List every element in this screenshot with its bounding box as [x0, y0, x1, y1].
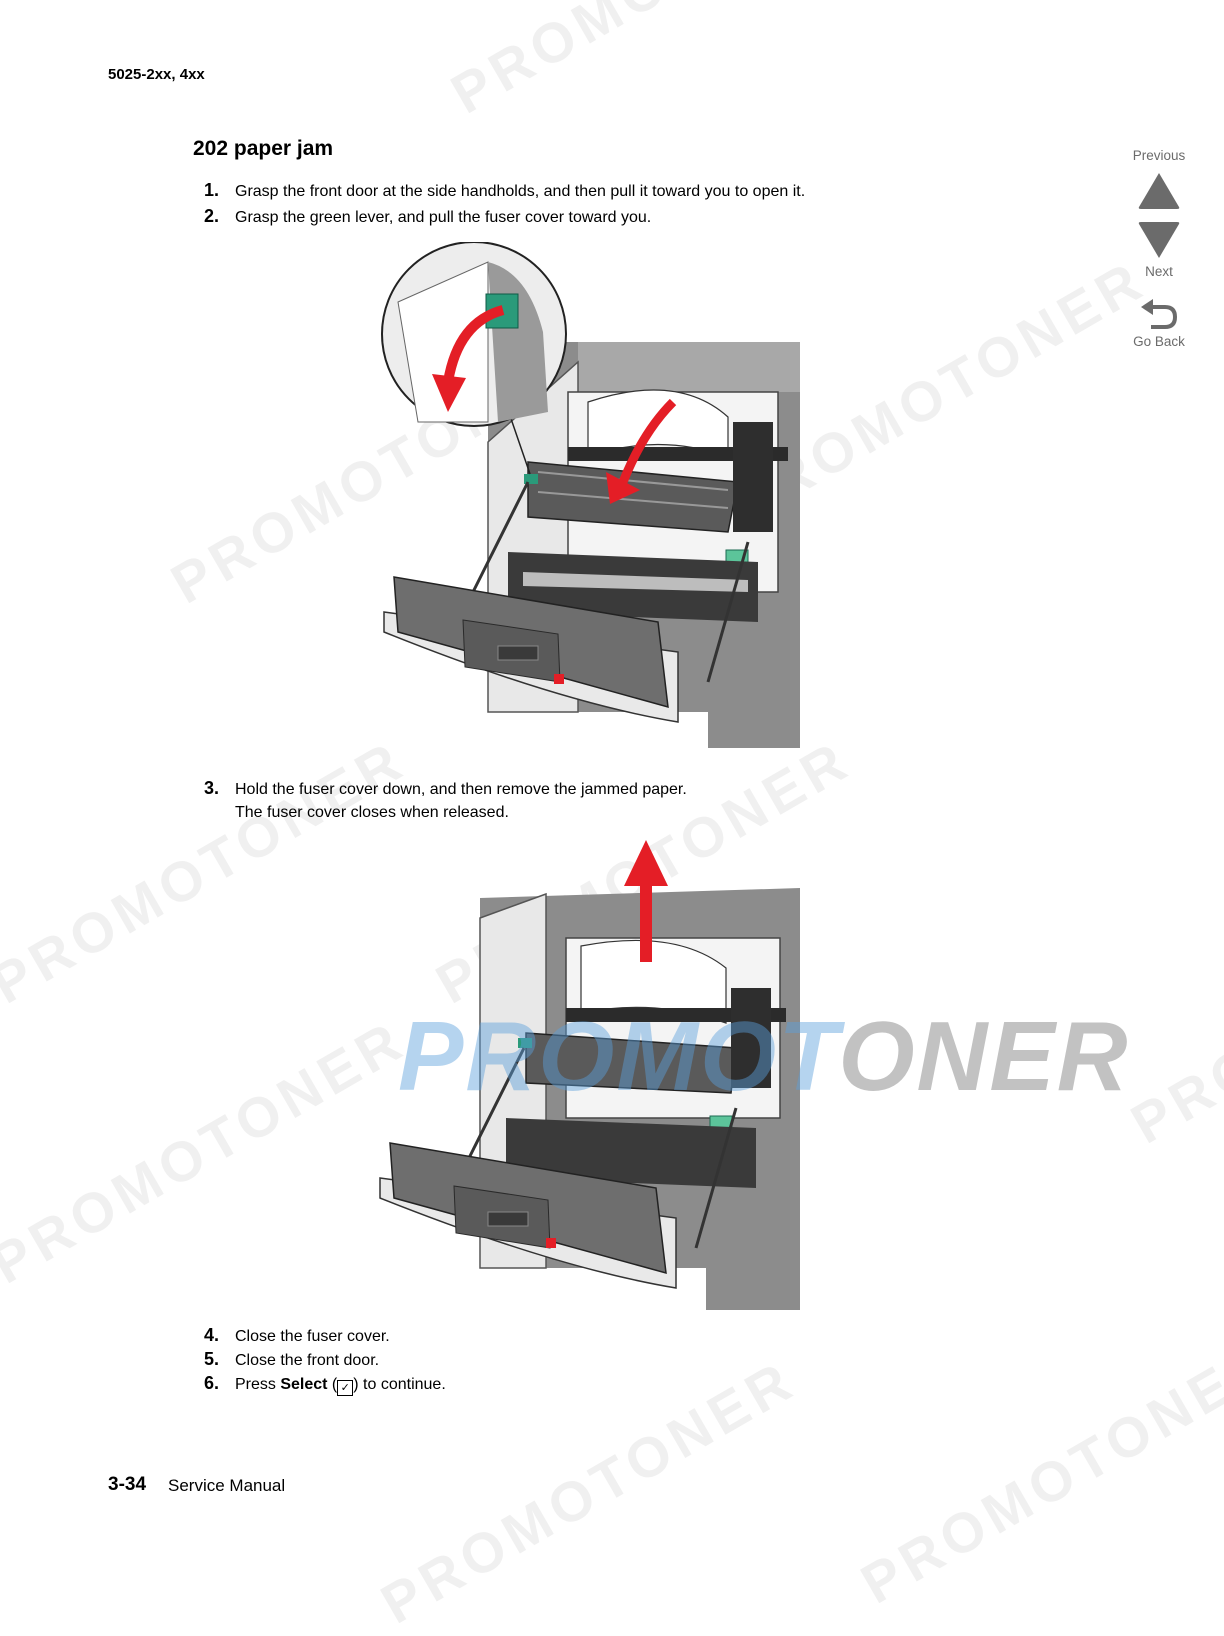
step-4: 4. Close the fuser cover.	[204, 1325, 390, 1346]
step-note: The fuser cover closes when released.	[235, 804, 509, 821]
previous-label: Previous	[1132, 148, 1186, 163]
step-text: Grasp the green lever, and pull the fuse…	[235, 209, 652, 226]
printer-fuser-illustration-2	[379, 840, 800, 1310]
select-keyword: Select	[280, 1376, 328, 1393]
section-title: 202 paper jam	[193, 137, 334, 160]
step-3: 3. Hold the fuser cover down, and then re…	[204, 778, 687, 822]
step-text: Grasp the front door at the side handhol…	[235, 183, 806, 200]
triangle-down-icon	[1138, 222, 1180, 258]
step-number: 4.	[204, 1325, 220, 1345]
document-code: 5025-2xx, 4xx	[108, 66, 205, 83]
watermark: PROMOTONER	[1120, 867, 1224, 1156]
next-label: Next	[1145, 264, 1173, 279]
watermark: PROMOTONER	[440, 0, 877, 126]
go-back-label: Go Back	[1133, 334, 1185, 349]
printer-fuser-illustration-1	[381, 242, 800, 748]
step-text: Hold the fuser cover down, and then remo…	[235, 781, 687, 798]
step-number: 6.	[204, 1373, 220, 1393]
step-1: 1. Grasp the front door at the side handh…	[204, 180, 805, 201]
previous-button[interactable]: Previous	[1128, 148, 1190, 211]
step-number: 5.	[204, 1349, 220, 1369]
step-number: 3.	[204, 778, 220, 798]
step-text: Close the fuser cover.	[235, 1328, 390, 1345]
step-number: 1.	[204, 180, 220, 200]
step-number: 2.	[204, 206, 220, 226]
triangle-up-icon	[1138, 173, 1180, 209]
watermark: PROMOTONER	[0, 1007, 417, 1296]
step-6: 6. Press Select (✓) to continue.	[204, 1373, 446, 1396]
watermark: PROMOTONER	[850, 1327, 1224, 1616]
step-text-post: ) to continue.	[353, 1376, 446, 1393]
step-text: Close the front door.	[235, 1352, 380, 1369]
step-2: 2. Grasp the green lever, and pull the fu…	[204, 206, 651, 227]
step-text-pre: Press	[235, 1376, 281, 1393]
manual-title: Service Manual	[168, 1476, 286, 1495]
go-back-button[interactable]: Go Back	[1128, 298, 1190, 349]
checkmark-icon: ✓	[337, 1380, 354, 1396]
return-arrow-icon	[1141, 299, 1178, 329]
step-text-mid: (	[327, 1376, 338, 1393]
next-button[interactable]: Next	[1128, 220, 1190, 279]
step-5: 5. Close the front door.	[204, 1349, 379, 1370]
page-number: 3-34	[108, 1474, 147, 1495]
watermark: PROMOTONER	[0, 727, 417, 1016]
